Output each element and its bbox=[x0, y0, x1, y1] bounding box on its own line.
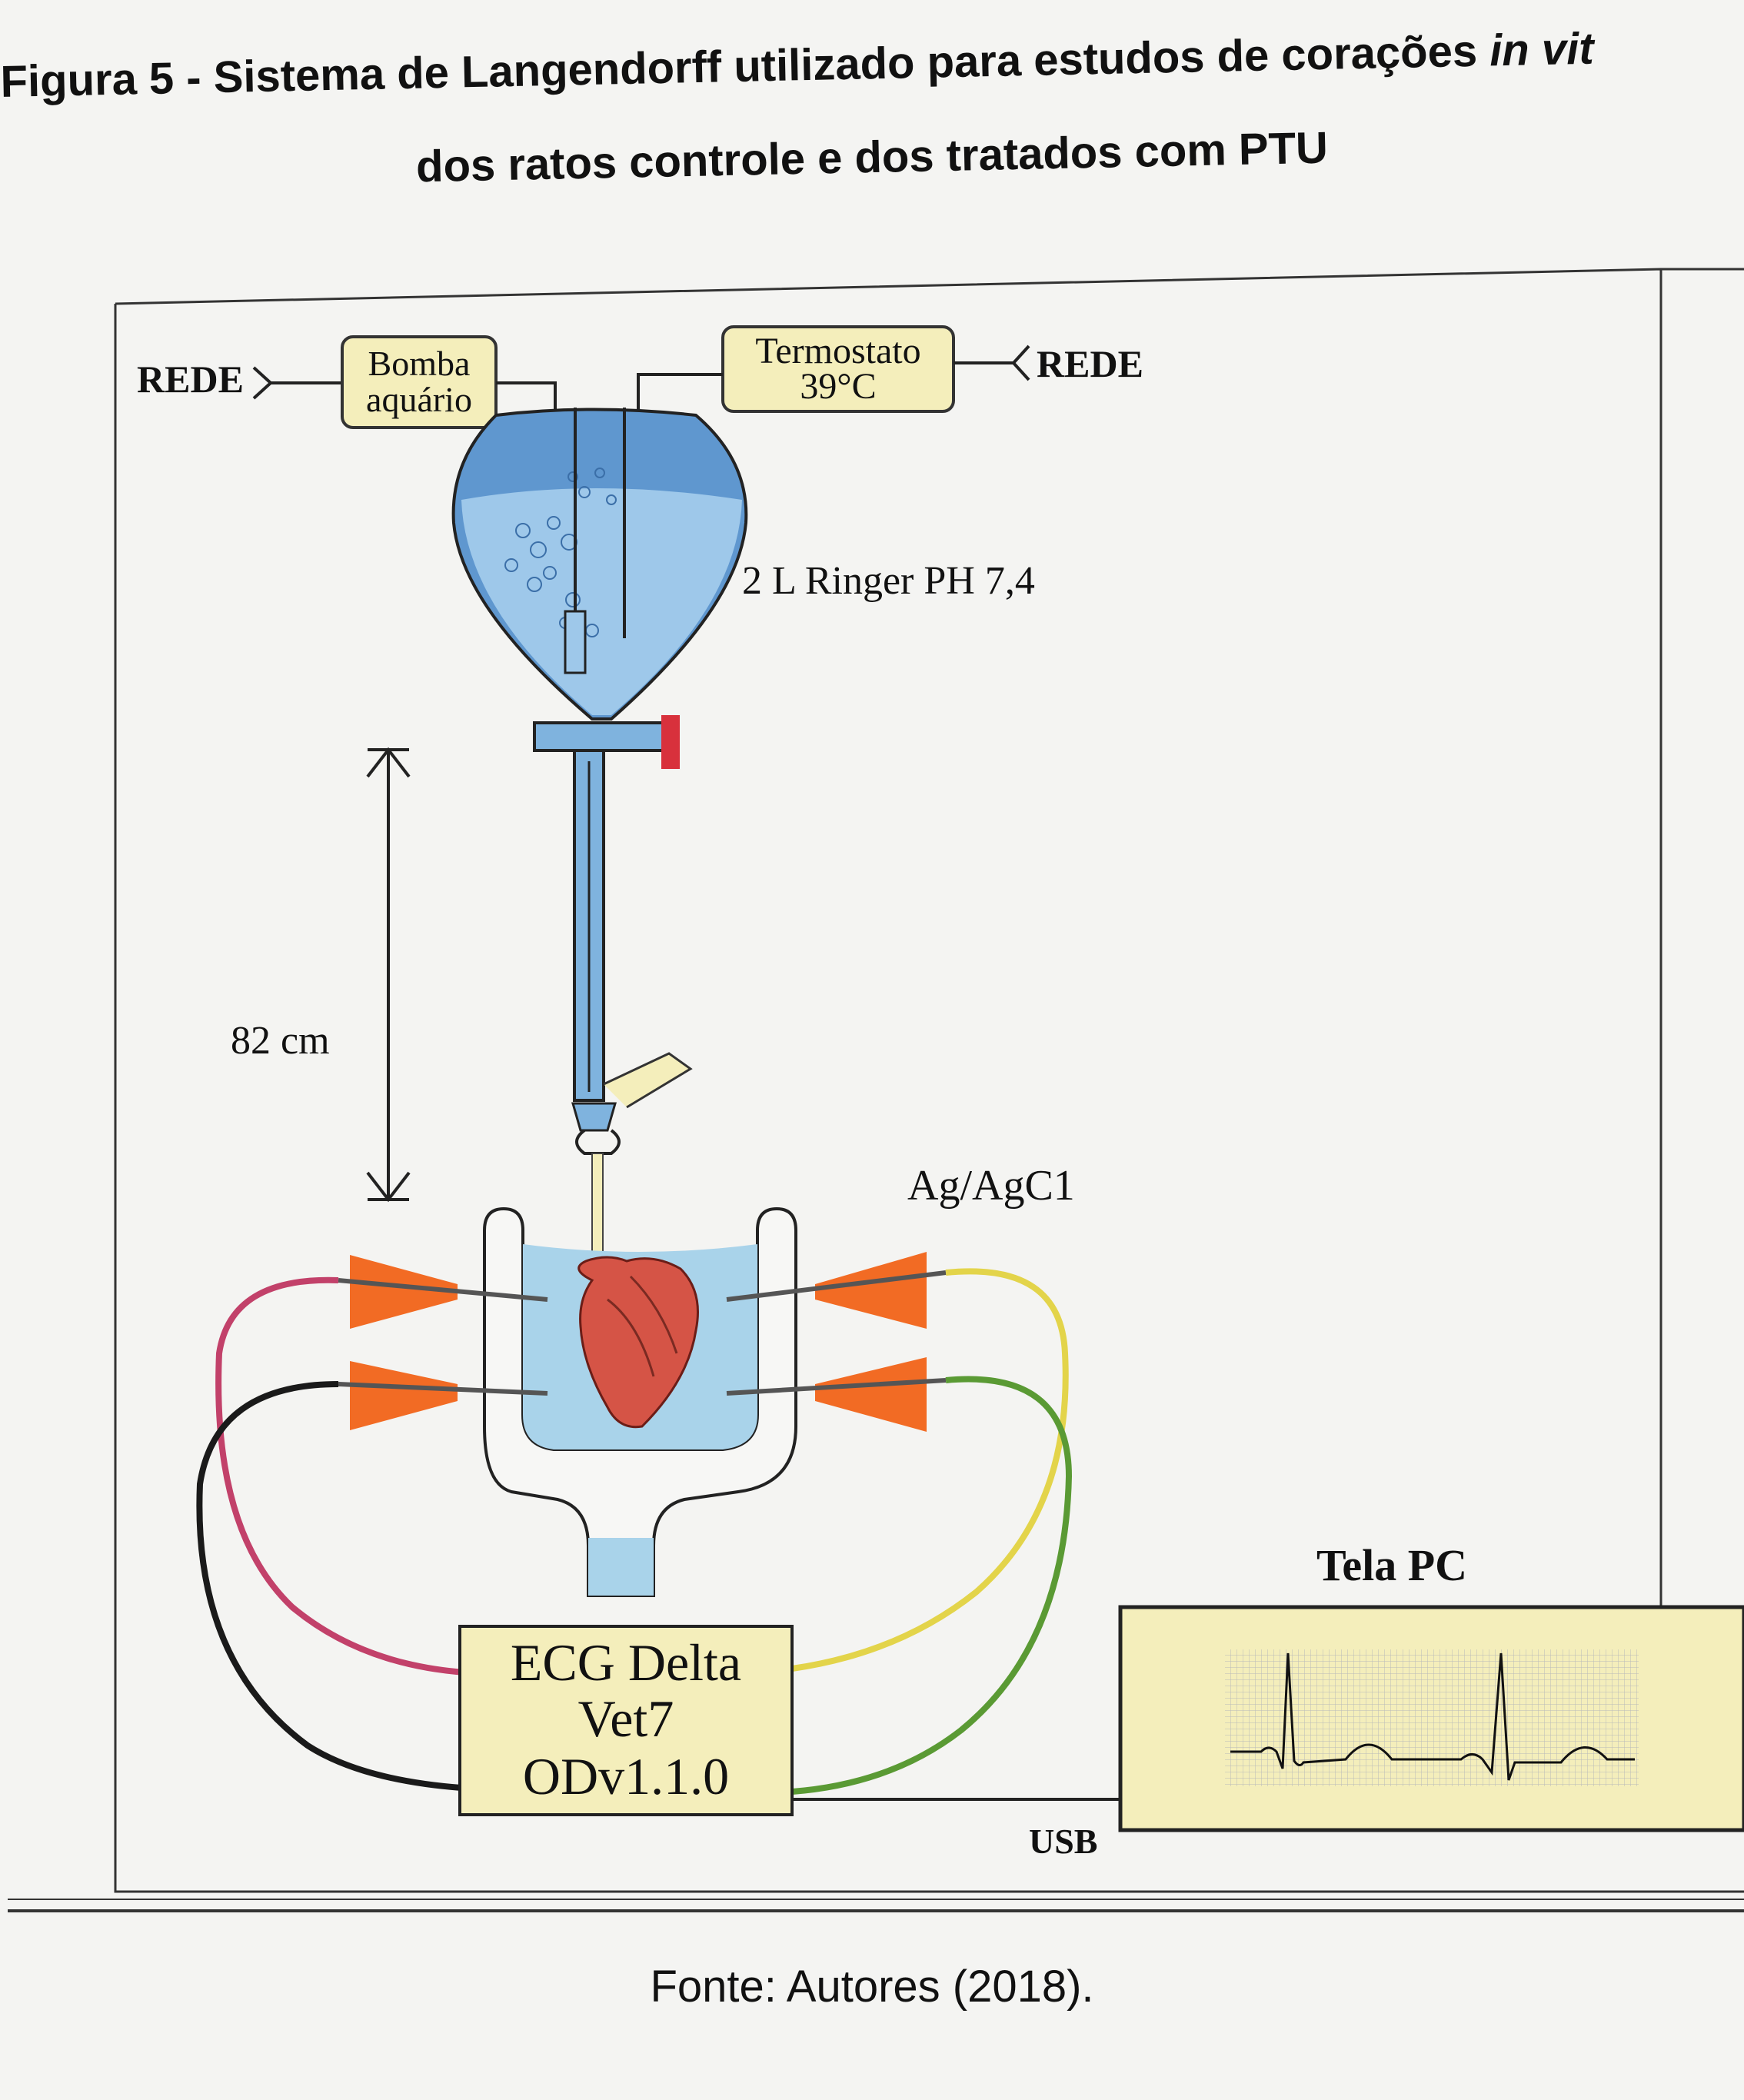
thermostat-label-line1: Termostato bbox=[755, 331, 920, 371]
thermostat-label-line2: 39°C bbox=[800, 366, 876, 407]
cannula-hook bbox=[575, 1129, 621, 1155]
electrode-bottom-right bbox=[726, 1357, 947, 1432]
cable-black bbox=[196, 1381, 462, 1791]
electrode-top-right bbox=[726, 1252, 947, 1329]
ecg-box bbox=[458, 1625, 794, 1816]
ecg-grid bbox=[1225, 1649, 1639, 1786]
ecg-label-line3: ODv1.1.0 bbox=[523, 1747, 729, 1805]
height-arrow-bottom-head bbox=[366, 1171, 411, 1203]
cable-yellow bbox=[791, 1268, 1069, 1672]
figure-source: Fonte: Autores (2018). bbox=[650, 1962, 1094, 2012]
stopcock-valve bbox=[661, 715, 680, 769]
reservoir-liquid bbox=[461, 488, 742, 715]
height-arrow-top-head bbox=[366, 747, 411, 778]
rede-right-label: REDE bbox=[1037, 342, 1143, 385]
figure-frame bbox=[114, 268, 1744, 1893]
pump-label-line1: Bomba bbox=[368, 344, 471, 383]
ecg-label-line2: Vet7 bbox=[578, 1689, 674, 1748]
electrode-label: Ag/AgC1 bbox=[907, 1162, 1075, 1210]
rede-right-arrow bbox=[1011, 344, 1030, 381]
rede-left-arrow bbox=[252, 366, 273, 400]
electrode-top-left bbox=[338, 1255, 548, 1329]
bath-outflow bbox=[588, 1538, 654, 1596]
thermostat-box bbox=[721, 325, 955, 413]
rede-left-label: REDE bbox=[137, 358, 244, 401]
air-diffuser bbox=[564, 610, 587, 674]
cannula bbox=[571, 1102, 617, 1132]
stopcock bbox=[533, 721, 674, 752]
cable-green bbox=[791, 1376, 1073, 1795]
ecg-label-line1: ECG Delta bbox=[511, 1633, 741, 1692]
heart-vessels bbox=[607, 1275, 678, 1377]
electrode-bottom-left bbox=[338, 1361, 548, 1430]
screen-title: Tela PC bbox=[1316, 1540, 1467, 1590]
ecg-trace bbox=[1230, 1652, 1635, 1781]
bubble-trap-tube bbox=[603, 1052, 693, 1109]
usb-label: USB bbox=[1029, 1822, 1097, 1861]
reservoir-label: 2 L Ringer PH 7,4 bbox=[742, 559, 1035, 603]
pump-label-line2: aquário bbox=[366, 380, 472, 419]
height-label: 82 cm bbox=[231, 1019, 330, 1063]
cable-red bbox=[215, 1276, 466, 1676]
